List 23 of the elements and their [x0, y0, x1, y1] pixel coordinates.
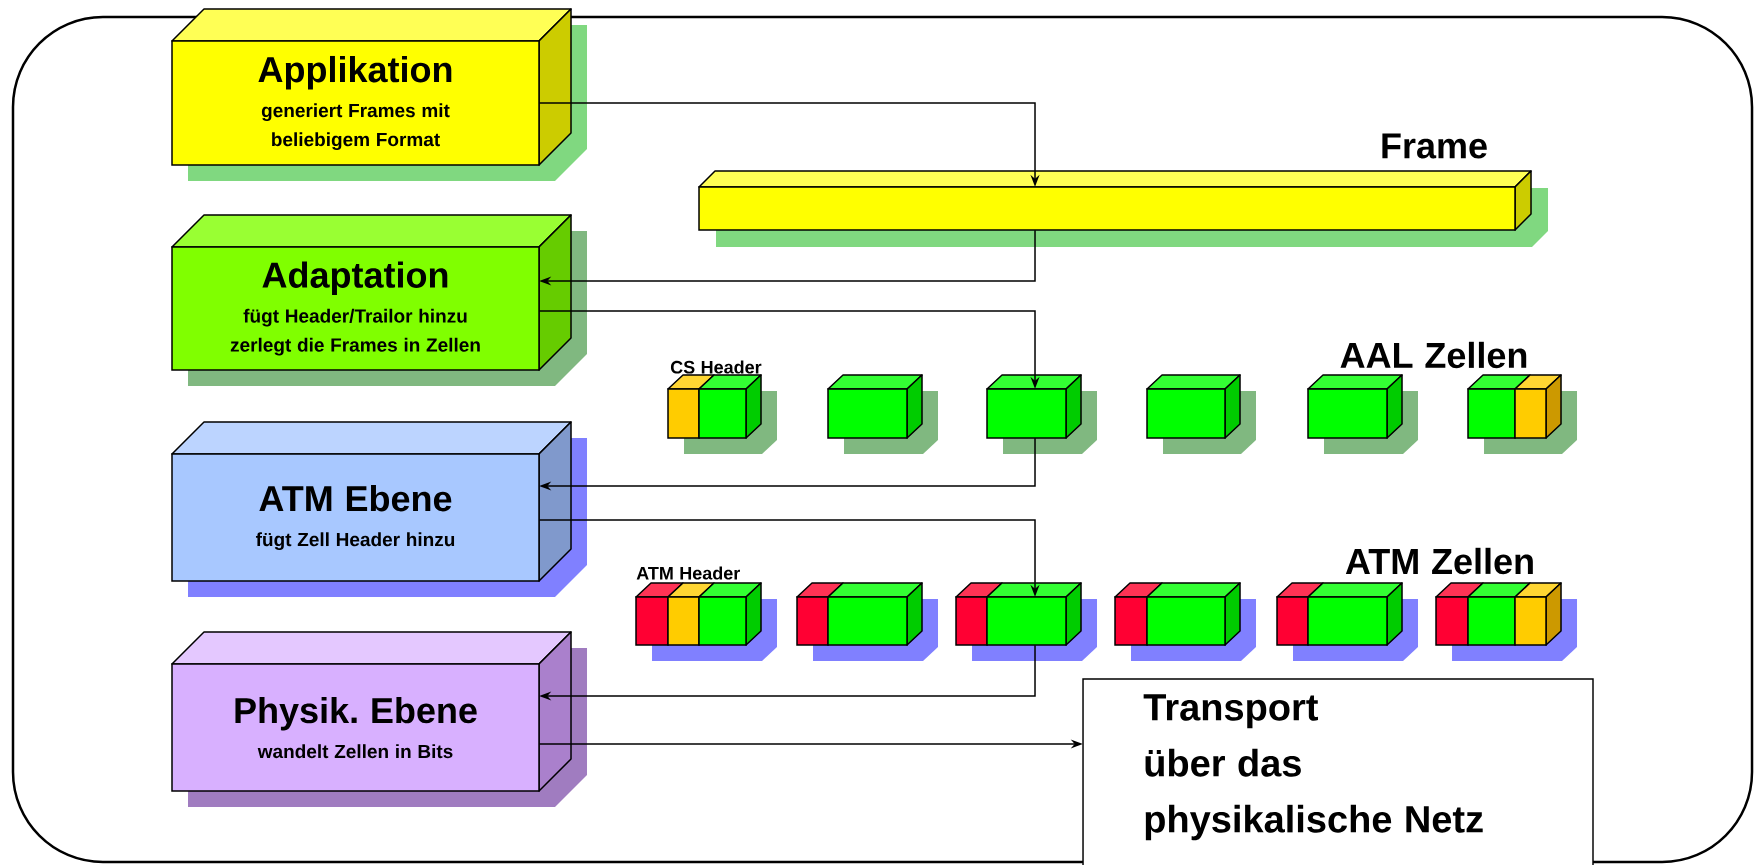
cell-box	[1467, 374, 1577, 454]
cell-box	[1146, 374, 1256, 454]
cell-box	[667, 374, 777, 454]
cell-box	[1307, 374, 1418, 454]
frame-heading: Frame	[1382, 133, 1487, 159]
cell-box	[635, 582, 777, 661]
header-label: ATM Header	[636, 566, 740, 580]
header-label: CS Header	[670, 360, 762, 374]
cell-box	[986, 374, 1097, 454]
cell-box	[1114, 582, 1256, 661]
layer-box: Physik. Ebene wandelt Zellen in Bits	[171, 631, 587, 807]
layer-box: Applikation generiert Frames mit beliebigem Format	[171, 8, 587, 181]
cell-box	[955, 582, 1097, 661]
layer-box: ATM Ebene fügt Zell Header hinzu	[171, 421, 587, 597]
frame-bar	[698, 170, 1548, 247]
cell-box	[1435, 582, 1577, 661]
cell-box	[1276, 582, 1418, 661]
layer-box: Adaptation fügt Header/Trailor hinzu zerlegt die Frames in Zellen	[171, 214, 587, 386]
cell-box	[827, 374, 938, 454]
row-label: ATM Zellen	[1345, 547, 1533, 575]
transport-box: Transport über das physikalische Netz	[1082, 678, 1594, 865]
row-label: AAL Zellen	[1340, 341, 1527, 369]
cell-box	[796, 582, 938, 661]
